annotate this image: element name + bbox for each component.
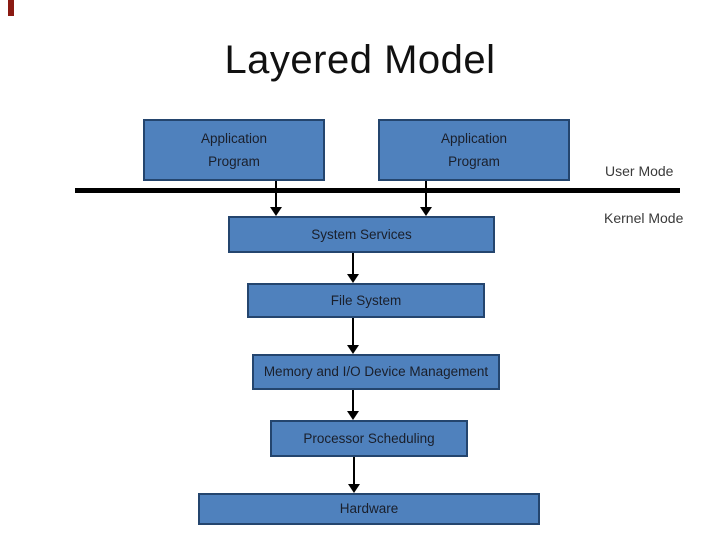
box-application-program-right: Application Program xyxy=(378,119,570,181)
down-arrow-stem xyxy=(275,181,277,208)
box-hardware-label: Hardware xyxy=(339,501,399,517)
down-arrow-head-icon xyxy=(348,484,360,493)
box-system-services: System Services xyxy=(228,216,495,253)
kernel-mode-label: Kernel Mode xyxy=(604,210,684,226)
down-arrow-stem xyxy=(352,318,354,346)
box-file-system: File System xyxy=(247,283,485,318)
down-arrow-head-icon xyxy=(347,345,359,354)
box-hardware: Hardware xyxy=(198,493,540,525)
box-application-program-right-label: Application Program xyxy=(440,130,508,169)
down-arrow-stem xyxy=(425,181,427,208)
down-arrow-stem xyxy=(353,457,355,485)
down-arrow-head-icon xyxy=(347,411,359,420)
box-system-services-label: System Services xyxy=(311,226,412,242)
down-arrow-head-icon xyxy=(270,207,282,216)
user-kernel-separator-line xyxy=(75,188,680,193)
box-application-program-left-label: Application Program xyxy=(200,130,268,169)
box-processor-scheduling-label: Processor Scheduling xyxy=(303,430,435,446)
box-processor-scheduling: Processor Scheduling xyxy=(270,420,468,457)
box-file-system-label: File System xyxy=(330,292,402,308)
down-arrow-head-icon xyxy=(420,207,432,216)
slide-title: Layered Model xyxy=(224,38,496,82)
box-memory-io-device-management-label: Memory and I/O Device Management xyxy=(263,364,489,380)
box-memory-io-device-management: Memory and I/O Device Management xyxy=(252,354,500,390)
user-mode-label: User Mode xyxy=(605,163,674,179)
down-arrow-stem xyxy=(352,253,354,275)
down-arrow-stem xyxy=(352,390,354,412)
down-arrow-head-icon xyxy=(347,274,359,283)
box-application-program-left: Application Program xyxy=(143,119,325,181)
slide-accent-mark xyxy=(8,0,14,16)
